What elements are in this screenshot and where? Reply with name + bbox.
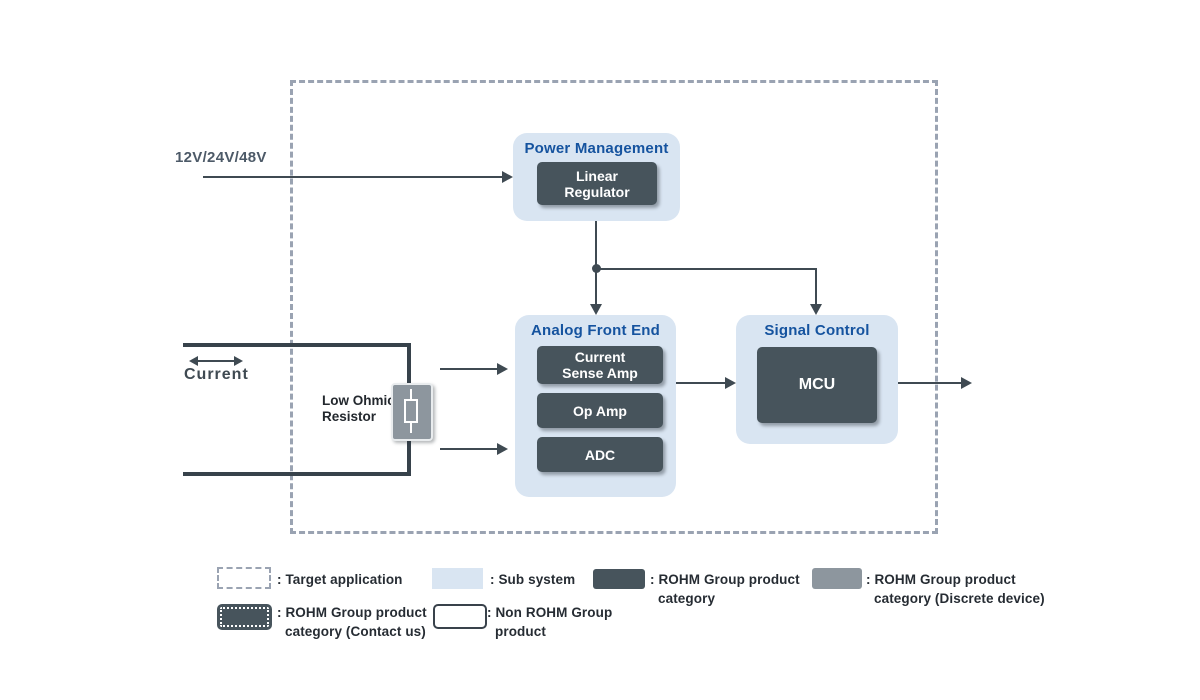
legend-non-rohm-label: : Non ROHM Group product	[487, 603, 612, 641]
adc-block[interactable]: ADC	[537, 437, 663, 472]
target-application-frame	[290, 80, 938, 534]
sense-to-csa-line	[440, 368, 497, 370]
branch-to-signal-control-line	[815, 270, 817, 305]
mcu-block[interactable]: MCU	[757, 347, 877, 423]
linear-regulator-block[interactable]: Linear Regulator	[537, 162, 657, 205]
branch-to-afe-line	[595, 270, 597, 305]
analog-front-end-title: Analog Front End	[530, 322, 660, 339]
legend-rohm-category-label: : ROHM Group product category	[650, 570, 800, 608]
mcu-output-arrowhead-icon	[961, 377, 972, 389]
low-ohmic-resistor-label-line1: Low Ohmic	[322, 393, 395, 408]
op-amp-block[interactable]: Op Amp	[537, 393, 663, 428]
power-management-title: Power Management	[524, 140, 669, 157]
legend-non-rohm-line1: : Non ROHM Group	[487, 605, 613, 620]
linear-regulator-label-line1: Linear	[575, 167, 618, 184]
legend-target-application-swatch	[217, 567, 271, 589]
current-label: Current	[184, 366, 249, 383]
sense-to-csa-arrowhead-icon	[497, 363, 508, 375]
legend-rohm-category-line2: category	[658, 591, 716, 606]
current-sense-amp-label-line1: Current	[574, 349, 626, 365]
legend-rohm-discrete-line2: category (Discrete device)	[874, 591, 1045, 606]
current-sense-amp-block[interactable]: Current Sense Amp	[537, 346, 663, 384]
adc-label: ADC	[584, 446, 616, 463]
linear-regulator-label-line2: Regulator	[564, 183, 630, 200]
current-arrow-right-icon	[234, 356, 243, 366]
afe-to-signal-control-line	[676, 382, 725, 384]
legend-rohm-contact-us-label: : ROHM Group product category (Contact u…	[277, 603, 427, 641]
low-ohmic-resistor-block[interactable]	[391, 383, 433, 441]
legend-rohm-contact-us-line1: : ROHM Group product	[277, 605, 427, 620]
legend-sub-system-label: : Sub system	[490, 570, 575, 589]
sense-to-adc-arrowhead-icon	[497, 443, 508, 455]
signal-control-subsystem: Signal Control MCU	[736, 315, 898, 444]
supply-line	[203, 176, 503, 178]
legend-rohm-discrete-line1: : ROHM Group product	[866, 572, 1016, 587]
current-sense-amp-label-line2: Sense Amp	[562, 365, 638, 381]
power-management-subsystem: Power Management Linear Regulator	[513, 133, 680, 221]
legend-rohm-discrete-label: : ROHM Group product category (Discrete …	[866, 570, 1045, 608]
legend-sub-system-swatch	[432, 568, 483, 589]
input-voltage-label: 12V/24V/48V	[175, 149, 267, 166]
afe-to-signal-control-arrowhead-icon	[725, 377, 736, 389]
branch-line	[596, 268, 817, 270]
legend-non-rohm-swatch	[433, 604, 487, 629]
signal-control-title: Signal Control	[764, 322, 870, 339]
ic-package-icon	[220, 607, 269, 627]
legend-target-application-label: : Target application	[277, 570, 403, 589]
op-amp-label: Op Amp	[573, 402, 627, 419]
legend-target-application-line1: : Target application	[277, 572, 403, 587]
mcu-label: MCU	[798, 376, 836, 393]
current-arrow-left-icon	[189, 356, 198, 366]
analog-front-end-subsystem: Analog Front End Current Sense Amp Op Am…	[515, 315, 676, 497]
legend-rohm-discrete-swatch	[812, 568, 862, 589]
legend-rohm-category-line1: : ROHM Group product	[650, 572, 800, 587]
resistor-symbol-icon	[404, 399, 418, 423]
mcu-output-line	[898, 382, 961, 384]
legend-non-rohm-line2: product	[495, 624, 546, 639]
supply-arrowhead-icon	[502, 171, 513, 183]
low-ohmic-resistor-label: Low Ohmic Resistor	[322, 393, 395, 425]
legend-sub-system-line1: : Sub system	[490, 572, 576, 587]
signal-control-arrowhead-icon	[810, 304, 822, 315]
legend-rohm-contact-us-line2: category (Contact us)	[285, 624, 426, 639]
regulator-output-line	[595, 221, 597, 269]
afe-arrowhead-icon	[590, 304, 602, 315]
low-ohmic-resistor-label-line2: Resistor	[322, 409, 377, 424]
current-loop-bottom-line	[183, 472, 411, 476]
legend-rohm-contact-us-swatch	[217, 604, 272, 630]
sense-to-adc-line	[440, 448, 497, 450]
current-loop-top-line	[183, 343, 411, 347]
current-arrow-line	[197, 360, 235, 362]
legend-rohm-category-swatch	[593, 569, 645, 589]
